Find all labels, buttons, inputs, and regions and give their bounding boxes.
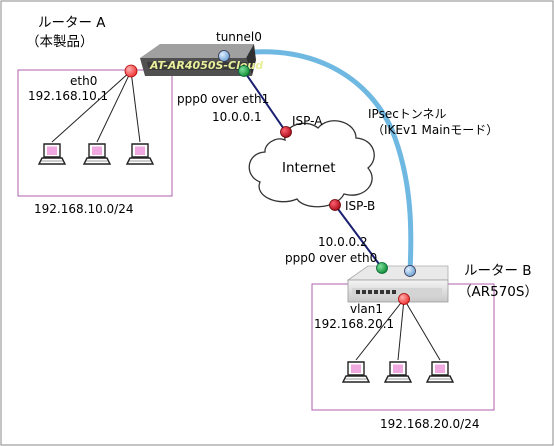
lan-links-a: [51, 70, 141, 143]
router-a-lan-port: [124, 64, 138, 78]
pc-a2: [83, 143, 111, 165]
router-a-wan-port: [238, 65, 250, 77]
lan-box-a: [17, 69, 173, 197]
router-a-wan-ip: 10.0.0.1: [212, 110, 262, 124]
router-a-lan-ip: 192.168.10.1: [28, 89, 108, 103]
pc-b2: [384, 361, 412, 383]
wan-link-b: [334, 204, 383, 269]
router-b-name: ルーター B: [464, 263, 532, 279]
pc-a1: [38, 143, 66, 165]
router-b-lan-ip: 192.168.20.1: [314, 317, 394, 331]
pc-a3: [126, 143, 154, 165]
tunnel-mode: （IKEv1 Mainモード）: [372, 123, 498, 137]
router-b-note: （AR570S）: [458, 284, 538, 300]
internet-cloud: Internet: [248, 120, 375, 208]
router-a-wan-if: ppp0 over eth1: [177, 92, 269, 106]
router-a-model: AT-AR4050S-Cloud: [149, 59, 263, 72]
internet-label: Internet: [282, 160, 336, 176]
pc-b3: [426, 361, 454, 383]
router-b-tunnel-port: [404, 265, 416, 277]
router-b-wan-if: ppp0 over eth0: [285, 251, 377, 265]
lan-links-b: [355, 298, 441, 361]
router-b-wan-ip: 10.0.0.2: [318, 235, 368, 249]
isp-a-node: [280, 126, 292, 138]
wan-link-a: [243, 70, 287, 133]
router-a-lan-net: 192.168.10.0/24: [34, 202, 133, 216]
router-a-lan-if: eth0: [70, 74, 97, 88]
router-b-lan-if: vlan1: [350, 302, 383, 316]
router-b-device: [346, 265, 449, 303]
router-b-lan-port: [398, 293, 410, 305]
tunnel-label: IPsecトンネル: [368, 107, 447, 121]
isp-a-label: ISP-A: [292, 114, 323, 128]
isp-b-node: [329, 199, 341, 211]
router-a-note: （本製品）: [26, 34, 94, 50]
ipsec-tunnel-line: [221, 49, 414, 274]
pc-b1: [342, 361, 370, 383]
router-a-tunnel-port: [218, 50, 230, 62]
router-b-wan-port: [376, 262, 388, 274]
isp-b-label: ISP-B: [345, 199, 375, 213]
router-a-tunnel-if: tunnel0: [216, 30, 262, 44]
router-b-lan-net: 192.168.20.0/24: [380, 417, 479, 431]
router-a-name: ルーター A: [38, 15, 106, 31]
